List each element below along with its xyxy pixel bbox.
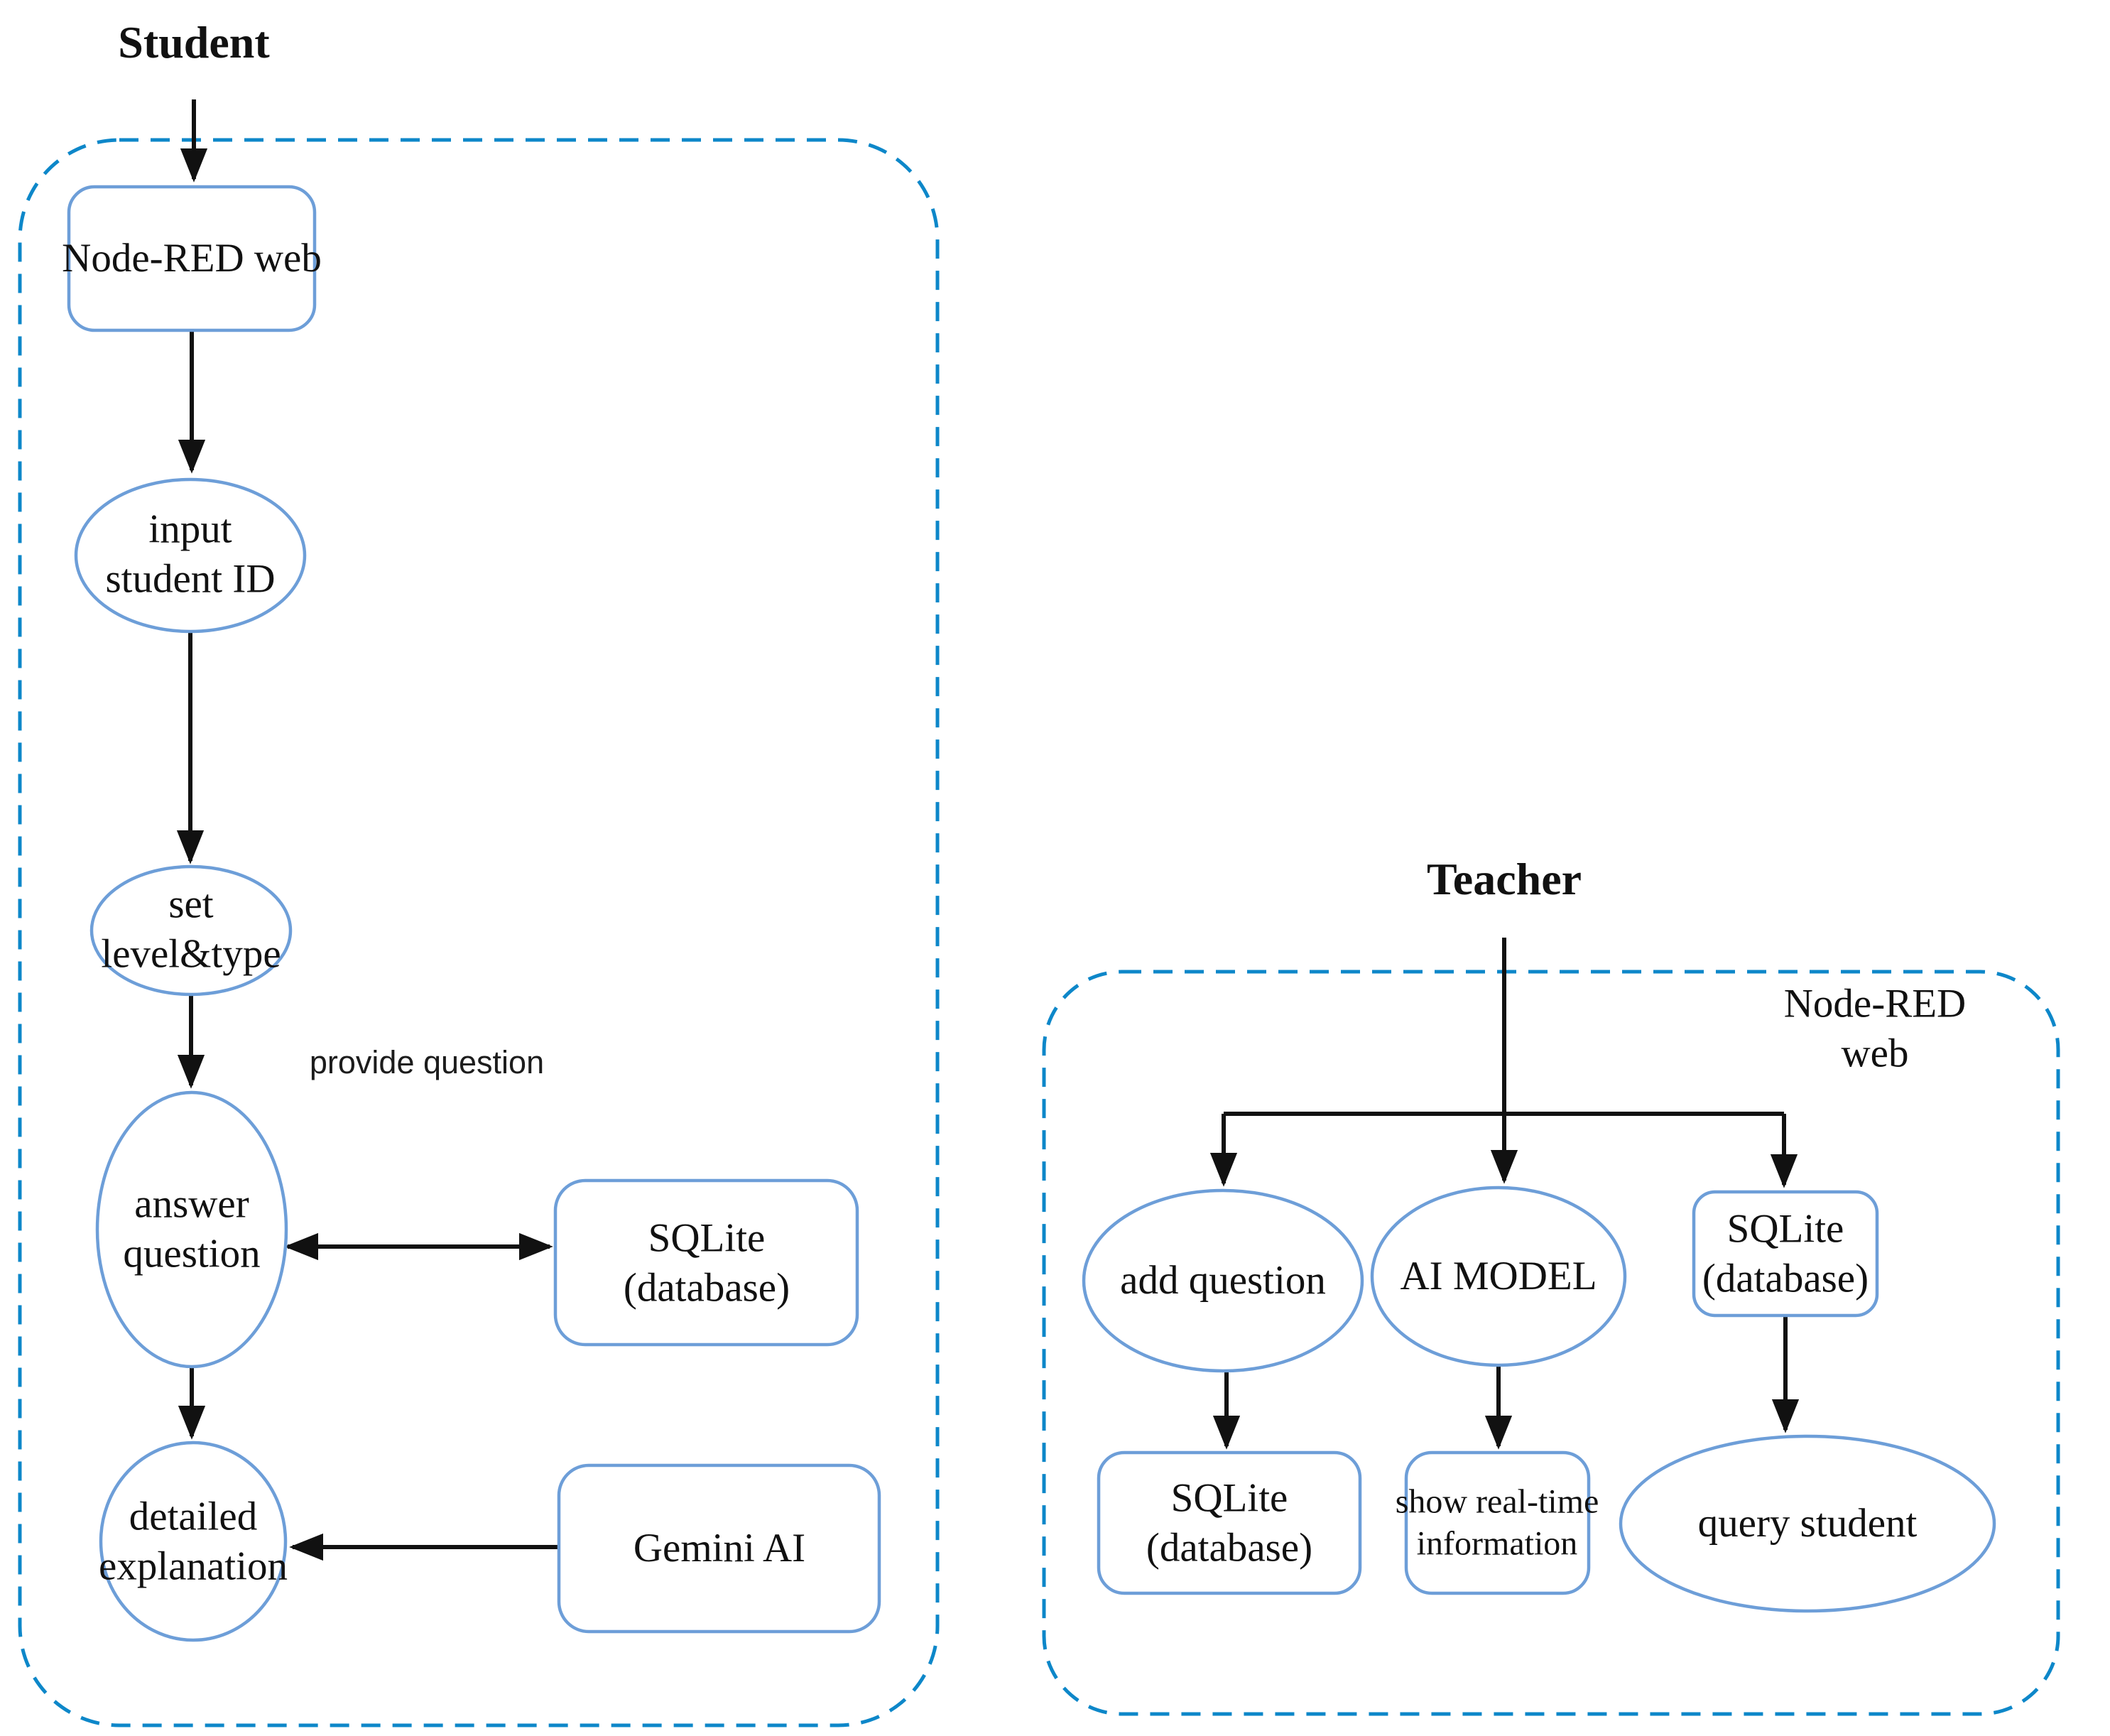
set-level-type-ellipse xyxy=(89,864,293,997)
gemini-ai-box xyxy=(557,1463,881,1634)
student-container-border xyxy=(18,138,940,1727)
student-title: Student xyxy=(118,17,270,67)
sqlite-database-label-teacher-top: SQLite (database) xyxy=(1702,1206,1869,1301)
add-question-ellipse xyxy=(1082,1188,1364,1373)
input-student-id-label: input student ID xyxy=(105,506,276,601)
sqlite-database-box-teacher-top xyxy=(1692,1190,1879,1318)
sqlite-database-box-teacher-bottom xyxy=(1097,1450,1362,1595)
input-student-id-ellipse xyxy=(74,477,307,634)
ai-model-ellipse xyxy=(1370,1186,1627,1367)
detailed-explanation-ellipse xyxy=(99,1441,288,1642)
set-level-type-label: set level&type xyxy=(101,881,281,976)
detailed-explanation-label: detailed explanation xyxy=(99,1494,288,1588)
ai-model-label: AI MODEL xyxy=(1400,1254,1597,1299)
teacher-title: Teacher xyxy=(1426,854,1582,904)
show-realtime-information-box xyxy=(1404,1450,1591,1595)
answer-question-label: answer question xyxy=(123,1181,261,1276)
node-red-web-box xyxy=(67,185,317,332)
query-student-ellipse xyxy=(1619,1434,1996,1613)
query-student-label: query student xyxy=(1697,1501,1918,1546)
sqlite-database-label-student: SQLite (database) xyxy=(623,1215,790,1310)
show-realtime-information-label: show real-time information xyxy=(1395,1482,1599,1562)
sqlite-database-label-teacher-bottom: SQLite (database) xyxy=(1146,1475,1313,1570)
add-question-label: add question xyxy=(1120,1258,1326,1303)
answer-question-ellipse xyxy=(95,1090,288,1369)
teacher-container-label: Node-RED web xyxy=(1783,981,1967,1075)
provide-question-label: provide question xyxy=(309,1044,545,1080)
gemini-ai-label: Gemini AI xyxy=(633,1526,806,1571)
node-red-web-label: Node-RED web xyxy=(62,236,322,281)
sqlite-database-box-student xyxy=(553,1178,859,1347)
